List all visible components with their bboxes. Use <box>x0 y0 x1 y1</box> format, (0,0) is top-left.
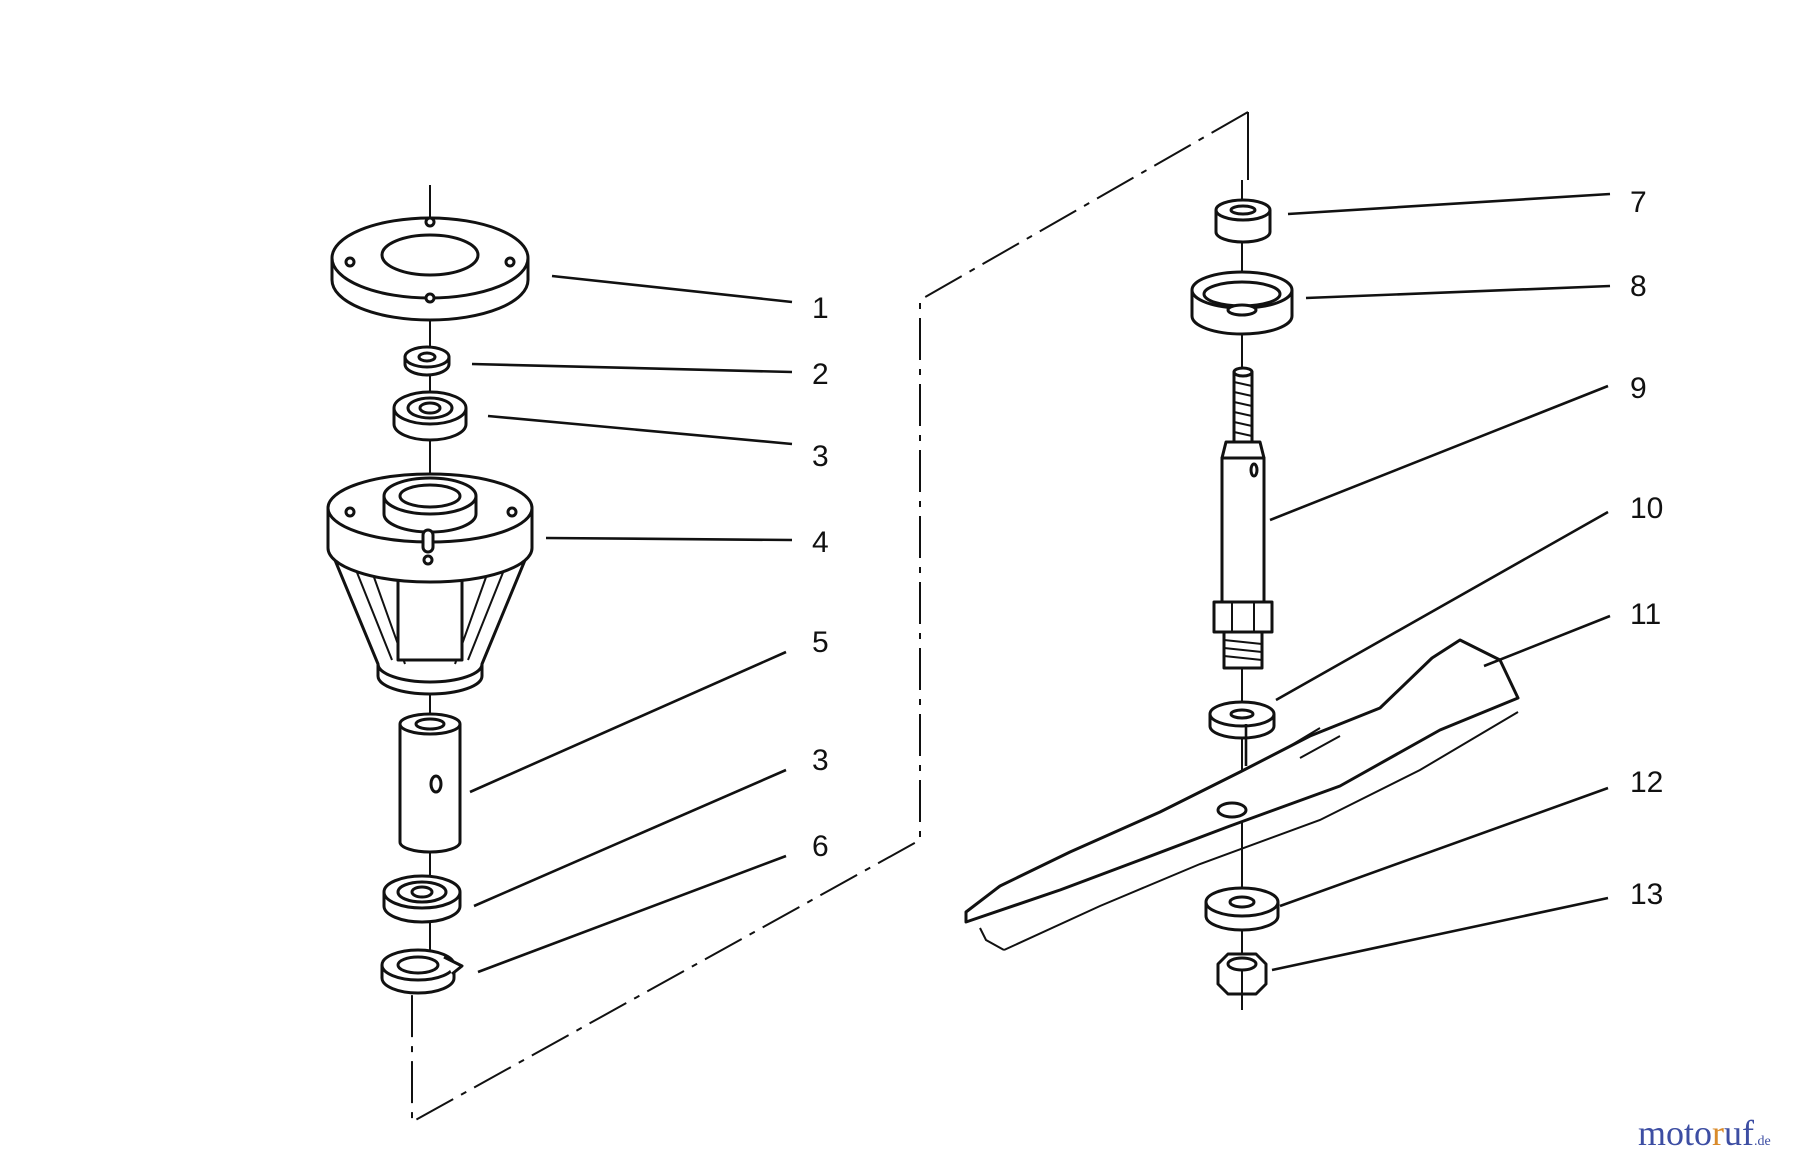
part-2-washer <box>403 345 451 377</box>
leader-3a <box>487 414 793 446</box>
part-6-retaining-ring <box>380 948 464 995</box>
leader-12 <box>1279 786 1609 908</box>
leader-1 <box>551 274 793 304</box>
part-11-mower-blade <box>964 638 1520 951</box>
part-1-flange-plate <box>330 216 530 322</box>
callout-5: 5 <box>812 626 829 659</box>
leader-7 <box>1287 192 1611 216</box>
watermark-prefix: moto <box>1638 1113 1713 1153</box>
callout-7: 7 <box>1630 186 1647 219</box>
part-5-spacer-tube <box>398 712 462 854</box>
part-8-cup-washer <box>1190 270 1294 336</box>
leader-6 <box>477 854 787 974</box>
callout-1: 1 <box>812 292 829 325</box>
part-10-washer <box>1208 700 1276 740</box>
callout-13: 13 <box>1630 878 1663 911</box>
leader-8 <box>1305 284 1611 300</box>
leader-4 <box>545 536 793 542</box>
part-12-washer <box>1204 886 1280 932</box>
watermark-logo: motoruf.de <box>1638 1112 1771 1154</box>
callout-8: 8 <box>1630 270 1647 303</box>
part-9-spindle-shaft <box>1212 366 1274 670</box>
leader-13 <box>1271 896 1609 972</box>
leader-9 <box>1269 384 1609 522</box>
part-3-upper-bearing <box>392 390 468 442</box>
callout-labels: 1 2 3 4 5 3 6 7 8 9 10 11 12 13 <box>812 186 1663 911</box>
part-4-spindle-housing <box>326 472 534 696</box>
leader-10 <box>1275 510 1609 702</box>
leader-3b <box>473 768 787 908</box>
callout-11: 11 <box>1630 598 1661 631</box>
leader-lines <box>469 192 1611 974</box>
callout-4: 4 <box>812 526 829 559</box>
callout-2: 2 <box>812 358 829 391</box>
callout-10: 10 <box>1630 492 1663 525</box>
watermark-suffix: uf <box>1724 1113 1755 1153</box>
part-13-hex-nut <box>1216 952 1268 996</box>
watermark-tld: .de <box>1754 1134 1771 1149</box>
watermark-accent: r <box>1712 1113 1725 1153</box>
part-7-bushing <box>1214 198 1272 244</box>
leader-11 <box>1483 614 1611 668</box>
callout-9: 9 <box>1630 372 1647 405</box>
part-3-lower-bearing <box>382 874 462 924</box>
callout-3-lower: 3 <box>812 744 829 777</box>
leader-5 <box>469 650 787 794</box>
callout-6: 6 <box>812 830 829 863</box>
callout-12: 12 <box>1630 766 1663 799</box>
leader-2 <box>471 362 793 374</box>
dash-connector-line <box>411 111 1249 1124</box>
callout-3-upper: 3 <box>812 440 829 473</box>
